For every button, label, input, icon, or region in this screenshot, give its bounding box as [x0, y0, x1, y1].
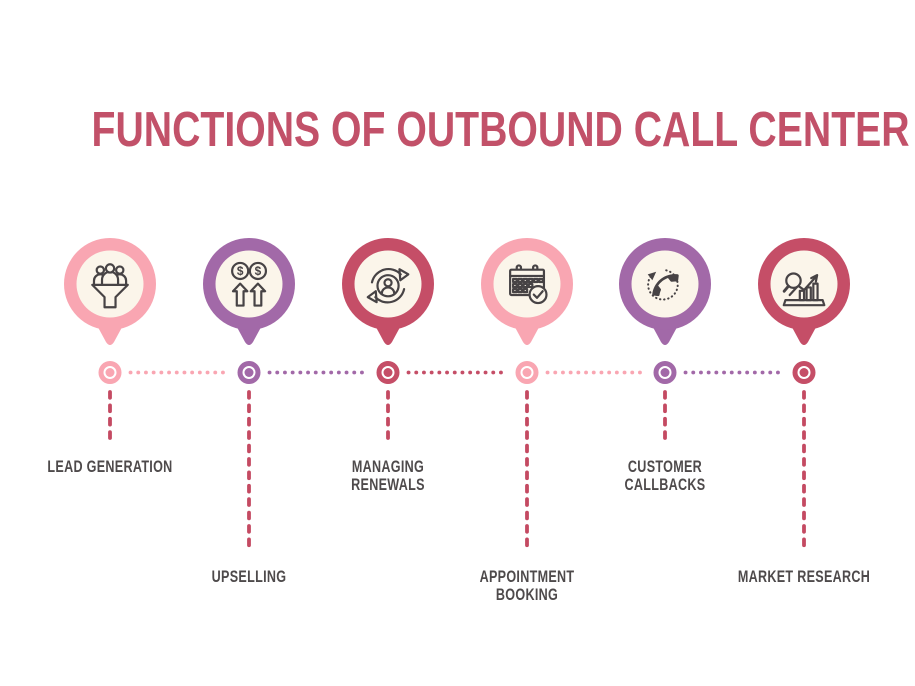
page-title: FUNCTIONS OF OUTBOUND CALL CENTER SOFTWA…	[91, 103, 915, 157]
svg-text:$: $	[255, 264, 262, 278]
coins-up-arrows-icon: $ $	[231, 261, 268, 307]
marker-appointment-booking	[481, 238, 573, 348]
marker-customer-callbacks	[619, 238, 711, 348]
marker-managing-renewals	[342, 238, 434, 348]
item-label-customer-callbacks: CUSTOMER CALLBACKS	[624, 457, 706, 494]
phone-callback-icon	[647, 269, 679, 301]
person-renewal-cycle-icon	[366, 267, 410, 304]
magnifier-growth-chart-icon	[782, 272, 826, 307]
timeline-node	[98, 361, 122, 384]
item-label-appointment-booking: APPOINTMENT BOOKING	[479, 567, 575, 604]
timeline-node	[653, 361, 677, 384]
item-label-upselling: UPSELLING	[211, 567, 287, 586]
marker-lead-generation	[64, 238, 156, 348]
timeline-node	[792, 361, 816, 384]
timeline-node	[237, 361, 261, 384]
item-label-lead-generation: LEAD GENERATION	[47, 457, 173, 476]
svg-text:$: $	[237, 264, 244, 278]
marker-upselling: $ $	[203, 238, 295, 348]
calendar-check-icon	[509, 264, 548, 305]
item-label-market-research: MARKET RESEARCH	[737, 567, 871, 586]
funnel-people-icon	[91, 263, 129, 309]
timeline-node	[376, 361, 400, 384]
marker-market-research	[758, 238, 850, 348]
item-label-managing-renewals: MANAGING RENEWALS	[351, 457, 425, 494]
timeline-node	[515, 361, 539, 384]
